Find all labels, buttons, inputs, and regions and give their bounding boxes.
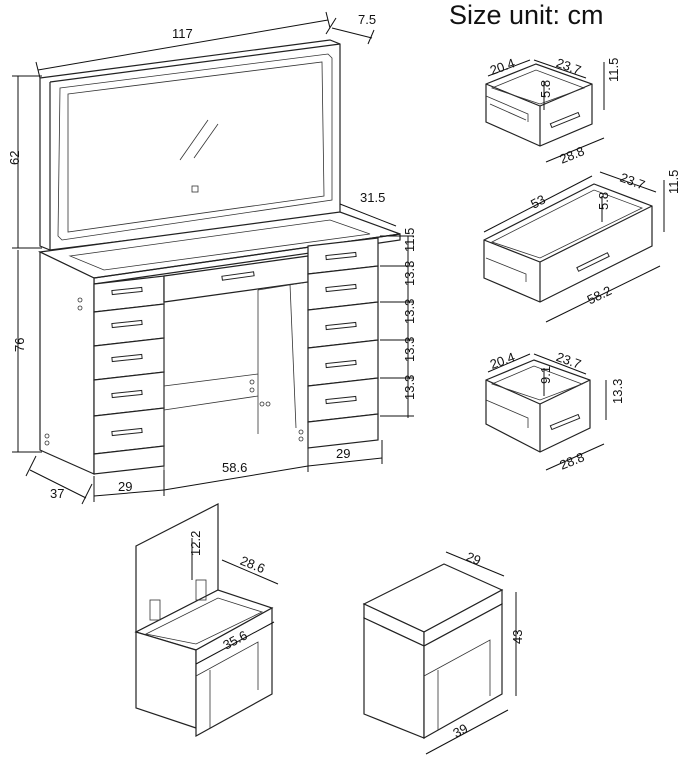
drawer-small-top-inner-height: 5.8 [538,80,553,98]
stool-lid-height: 12.2 [188,531,203,556]
drawer-small-top-height: 11.5 [606,58,621,82]
drawer-small-top: 20.4 23.7 5.8 11.5 28.8 [485,55,621,167]
vanity-table: 117 7.5 62 31.5 11.5 13.3 13.3 13.3 13.3… [7,11,417,505]
hinge-icon [195,579,207,601]
drawer-height-1-label: 13.3 [402,261,417,286]
drawer-height-top-label: 11.5 [402,228,417,252]
knee-width-label: 58.6 [222,460,247,475]
drawer-height-2-label: 13.3 [402,299,417,324]
right-cabinet-width-label: 29 [336,446,350,461]
drawer-wide-height: 11.5 [666,170,679,194]
drawer-small-height: 13.3 [610,379,625,404]
mirror-height-label: 62 [7,151,22,165]
hinge-icon [149,599,161,621]
drawer-wide-inner-height: 5.8 [596,192,611,210]
vanity-dimensions: 117 7.5 62 31.5 11.5 13.3 13.3 13.3 13.3… [7,11,417,505]
size-unit-title: Size unit: cm [449,0,604,30]
drawer-height-4-label: 13.3 [402,375,417,400]
stool-closed: 29 43 39 [362,549,525,755]
table-depth-label: 37 [50,486,64,501]
left-drawers [93,275,165,475]
drawer-small-top-front-width: 28.8 [557,143,586,166]
touch-switch-icon [191,185,199,193]
drawer-wide-front-width: 58.2 [585,283,614,308]
drawer-height-3-label: 13.3 [402,337,417,362]
left-cabinet-width-label: 29 [118,479,132,494]
drawer-small-inner-height: 9.1 [538,366,553,384]
drawer-wide-width: 53 [528,192,548,212]
stool-depth: 29 [464,549,483,568]
drawer-wide-depth: 23.7 [618,170,647,193]
top-depth-label: 31.5 [360,190,385,205]
drawer-small: 20.4 23.7 9.1 13.3 28.8 [485,349,625,473]
stool-open: 12.2 28.6 35.6 [134,503,279,738]
right-drawers [307,237,379,449]
drawer-wide: 53 23.7 5.8 11.5 58.2 [483,170,679,323]
stool-width: 39 [450,721,470,741]
table-height-label: 76 [12,338,27,352]
stool-height: 43 [510,630,525,644]
mirror-width-label: 117 [172,26,193,41]
mirror-depth-label: 7.5 [358,12,376,27]
left-side-panel [39,251,95,475]
drawer-small-front-width: 28.8 [557,449,586,472]
